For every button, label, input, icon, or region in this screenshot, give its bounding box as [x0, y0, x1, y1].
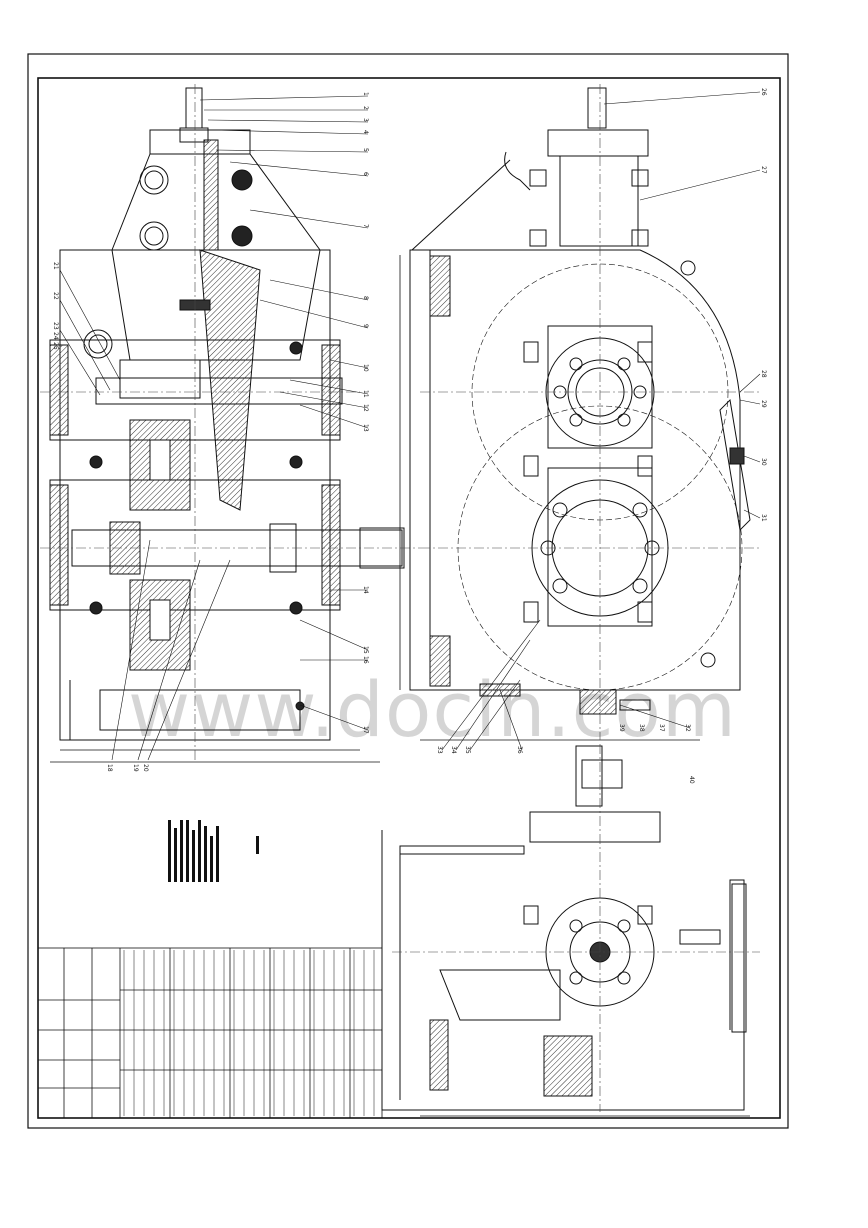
part-number-label: 28 — [760, 370, 767, 378]
part-number-label: 14 — [362, 586, 369, 594]
part-number-label: 35 — [464, 746, 471, 754]
part-number-label: 40 — [688, 776, 695, 784]
part-number-label: 15 — [362, 646, 369, 654]
left-view-leaders — [59, 95, 369, 761]
part-number-label: 25 — [52, 342, 59, 350]
part-number-label: 27 — [760, 166, 767, 174]
title-block — [37, 947, 383, 1119]
inner-frame — [37, 77, 781, 1119]
part-number-label: 39 — [618, 724, 625, 732]
part-number-label: 37 — [658, 724, 665, 732]
technical-notes — [168, 820, 259, 882]
part-number-label: 24 — [52, 332, 59, 340]
part-number-label: 20 — [142, 764, 149, 772]
part-number-label: 30 — [760, 458, 767, 466]
part-number-label: 16 — [362, 656, 369, 664]
part-number-label: 4 — [362, 130, 369, 134]
plan-view-centerlines — [392, 744, 760, 1112]
part-number-label: 6 — [362, 172, 369, 176]
part-labels-right: 26 27 28 29 30 31 32 33 34 35 36 37 38 39 40 — [436, 88, 767, 784]
outer-frame — [27, 53, 789, 1129]
part-number-label: 36 — [516, 746, 523, 754]
part-number-label: 32 — [684, 724, 691, 732]
part-number-label: 21 — [52, 262, 59, 270]
part-number-label: 19 — [132, 764, 139, 772]
part-number-label: 23 — [52, 322, 59, 330]
bottom-plan-view — [381, 745, 750, 1117]
bom-rows — [123, 950, 375, 1116]
part-number-label: 10 — [362, 364, 369, 372]
part-number-label: 29 — [760, 400, 767, 408]
part-number-label: 31 — [760, 514, 767, 522]
part-number-label: 13 — [362, 424, 369, 432]
part-number-label: 3 — [362, 118, 369, 122]
part-number-label: 8 — [362, 296, 369, 300]
right-view-centerlines — [420, 84, 760, 740]
part-number-label: 1 — [362, 92, 369, 96]
right-view-leaders — [441, 91, 761, 751]
part-number-label: 22 — [52, 292, 59, 300]
part-number-label: 2 — [362, 106, 369, 110]
part-number-label: 33 — [436, 746, 443, 754]
left-sectional-view — [49, 87, 405, 763]
part-number-label: 34 — [450, 746, 457, 754]
part-number-label: 18 — [106, 764, 113, 772]
part-number-label: 11 — [362, 390, 369, 398]
part-number-label: 7 — [362, 224, 369, 228]
left-view-centerlines — [40, 84, 420, 760]
part-number-label: 9 — [362, 324, 369, 328]
part-number-label: 38 — [638, 724, 645, 732]
part-number-label: 5 — [362, 148, 369, 152]
part-number-label: 17 — [362, 726, 369, 734]
part-number-label: 26 — [760, 88, 767, 96]
part-number-label: 12 — [362, 404, 369, 412]
